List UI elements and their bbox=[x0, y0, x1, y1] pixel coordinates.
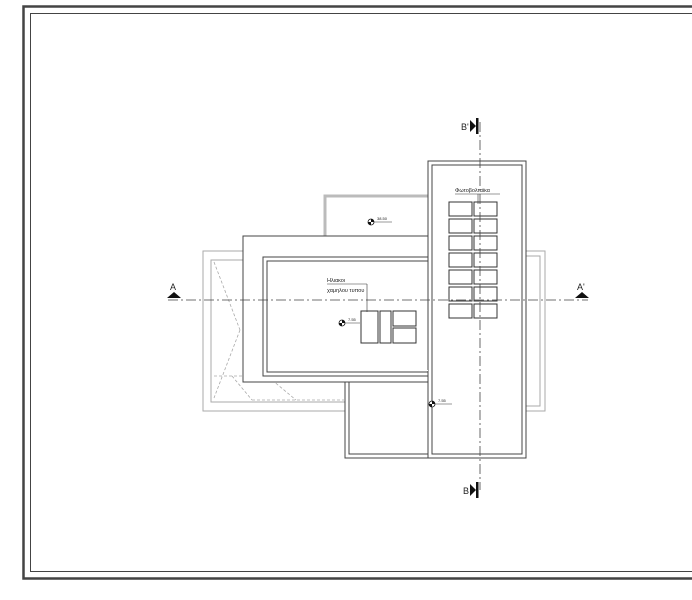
section-label-b-bottom: B bbox=[463, 486, 469, 496]
drawing-frame bbox=[22, 5, 692, 580]
solar-collector bbox=[392, 327, 417, 344]
pv-panel bbox=[473, 235, 498, 251]
hidden-line bbox=[213, 261, 241, 331]
pv-panel bbox=[473, 201, 498, 217]
elevation-symbol-fill-icon bbox=[429, 401, 435, 407]
tall-block-inner bbox=[431, 164, 523, 455]
section-bar-b-bottom bbox=[476, 482, 479, 498]
pv-panel bbox=[473, 218, 498, 234]
elevation-value: 7.55 bbox=[348, 317, 357, 322]
upper-roof-parapet bbox=[323, 194, 430, 236]
elevation-symbol-fill-icon bbox=[368, 219, 374, 225]
middle-block bbox=[242, 235, 433, 383]
solar-collectors bbox=[360, 310, 417, 344]
pv-panel bbox=[473, 269, 498, 285]
solar-collector bbox=[360, 310, 379, 344]
photovoltaics-label: Φωτοβολταϊκα bbox=[455, 188, 491, 194]
lower-floor-outline bbox=[202, 250, 546, 412]
elevation-marker-lower: 7.55 bbox=[428, 398, 452, 408]
section-markers bbox=[167, 118, 589, 498]
section-label-a-right: A' bbox=[577, 282, 585, 292]
elevation-value: 38.50 bbox=[377, 216, 388, 221]
lower-floor-right-outer bbox=[525, 250, 546, 412]
solar-collector bbox=[392, 310, 417, 327]
lower-floor-left-inner bbox=[210, 259, 345, 403]
pv-panel bbox=[448, 235, 473, 251]
section-label-b-top: B' bbox=[461, 122, 469, 132]
solar-label-line2: χαμηλου τυπου bbox=[327, 288, 364, 294]
pv-panel bbox=[448, 286, 473, 302]
lower-floor-left-outer bbox=[202, 250, 345, 412]
hidden-line bbox=[231, 375, 253, 401]
block-join-mask bbox=[345, 370, 428, 371]
section-arrow-a-left bbox=[167, 292, 181, 298]
elevation-symbol-fill-icon bbox=[339, 320, 345, 326]
pv-panel bbox=[473, 303, 498, 319]
section-bar-b-top bbox=[476, 118, 479, 134]
pv-panel bbox=[448, 218, 473, 234]
section-arrow-b-bottom bbox=[470, 484, 476, 496]
elevation-marker-upper: 38.50 bbox=[367, 216, 392, 226]
pv-panel bbox=[448, 252, 473, 268]
section-arrow-b-top bbox=[470, 120, 476, 132]
elevation-value: 7.55 bbox=[438, 398, 447, 403]
outer-frame-border bbox=[22, 5, 692, 580]
upper-roof bbox=[323, 194, 430, 236]
pv-panel bbox=[448, 303, 473, 319]
pv-panel bbox=[473, 286, 498, 302]
section-axes bbox=[168, 122, 588, 490]
pv-panel bbox=[448, 201, 473, 217]
solar-collector bbox=[379, 310, 392, 344]
pv-panel bbox=[473, 252, 498, 268]
inner-frame-border bbox=[30, 13, 692, 572]
hidden-line bbox=[213, 329, 241, 399]
elevation-marker-middle: 7.55 bbox=[338, 317, 360, 327]
solar-label-line1: Ηλιακοι bbox=[327, 278, 346, 284]
hidden-line bbox=[271, 379, 297, 401]
section-arrow-a-right bbox=[575, 292, 589, 298]
pv-panel bbox=[448, 269, 473, 285]
lower-floor-right-inner bbox=[525, 255, 541, 407]
section-label-a-left: A bbox=[170, 282, 176, 292]
